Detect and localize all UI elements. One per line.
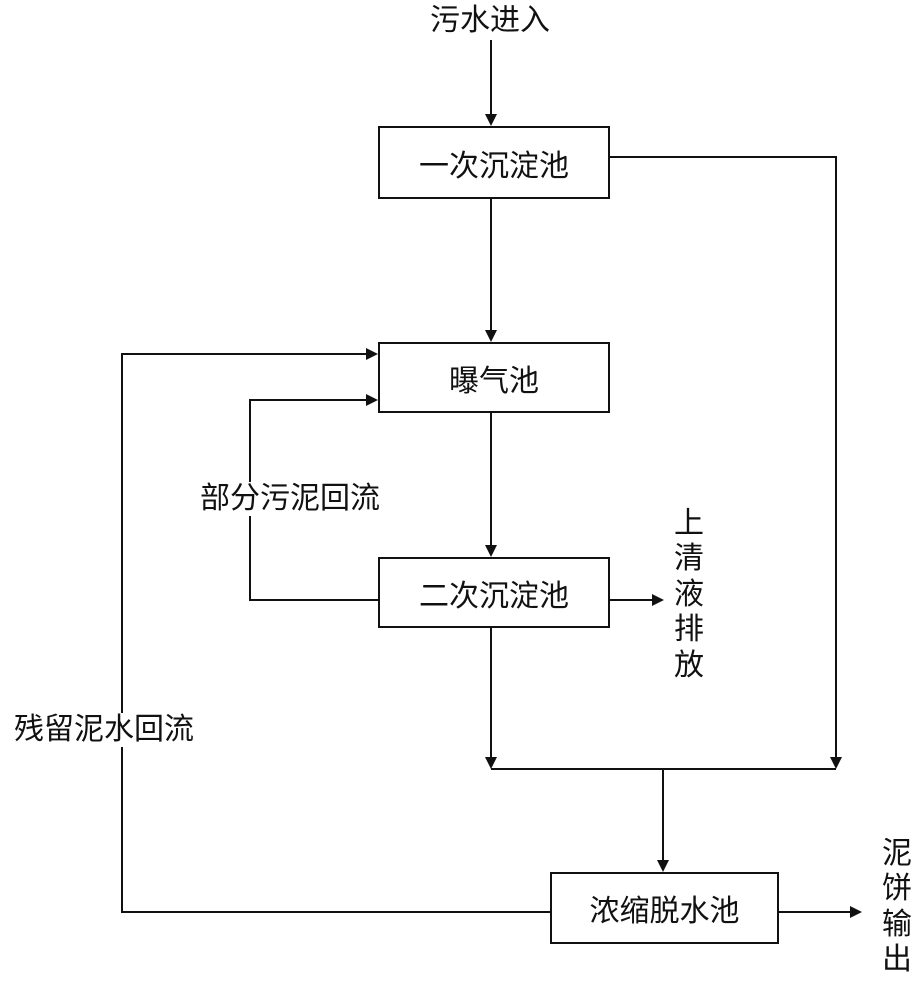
residual-water-return-label: 残留泥水回流 bbox=[14, 712, 194, 747]
inlet-label: 污水进入 bbox=[430, 3, 550, 38]
supernatant-discharge-label: 上 清 液 排 放 bbox=[674, 506, 704, 683]
sludge-cake-output-label: 泥 饼 输 出 bbox=[882, 836, 912, 978]
thickening-dewatering-tank: 浓缩脱水池 bbox=[550, 872, 779, 944]
aeration-tank-label: 曝气池 bbox=[449, 363, 539, 399]
partial-sludge-return-label: 部分污泥回流 bbox=[200, 481, 380, 516]
primary-sedimentation-tank: 一次沉淀池 bbox=[378, 126, 610, 199]
secondary-tank-label: 二次沉淀池 bbox=[419, 578, 569, 614]
arrow-residual-return bbox=[121, 348, 550, 913]
arrow-primary-bypass bbox=[610, 156, 842, 769]
primary-tank-label: 一次沉淀池 bbox=[419, 148, 569, 184]
aeration-tank: 曝气池 bbox=[378, 342, 610, 413]
thicken-tank-label: 浓缩脱水池 bbox=[589, 894, 740, 929]
secondary-sedimentation-tank: 二次沉淀池 bbox=[378, 557, 610, 628]
